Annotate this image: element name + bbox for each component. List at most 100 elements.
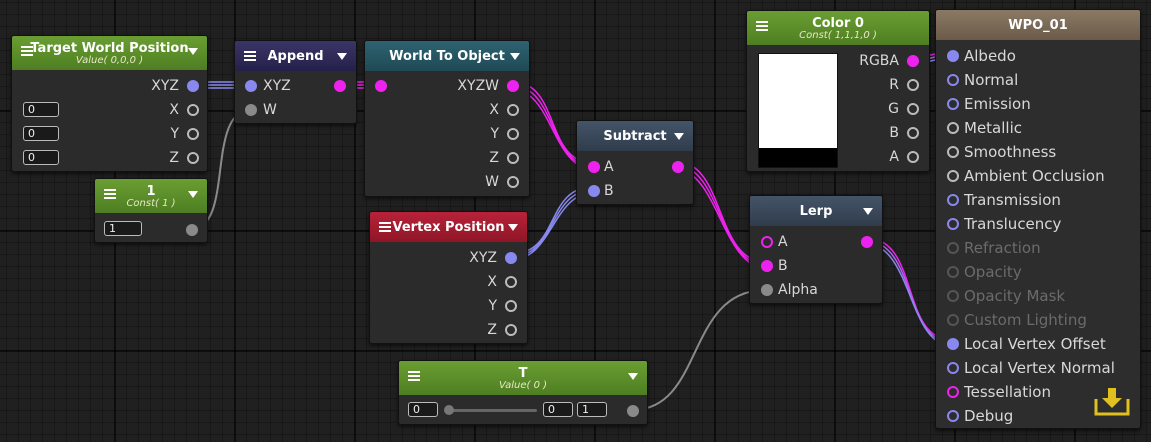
port-dot-icon[interactable]: [186, 224, 198, 236]
output-port-g[interactable]: G: [888, 99, 919, 119]
output-port-y[interactable]: Y: [490, 124, 519, 144]
hamburger-icon[interactable]: [244, 51, 256, 61]
port-dot-icon[interactable]: [245, 80, 257, 92]
chevron-down-icon[interactable]: [337, 53, 347, 60]
slider-current-field[interactable]: 0: [543, 402, 573, 417]
node-world-to-object[interactable]: World To Object XYZW X Y Z W: [364, 40, 530, 197]
port-dot-icon[interactable]: [505, 276, 517, 288]
port-dot-icon[interactable]: [907, 79, 919, 91]
port-dot-icon[interactable]: [947, 74, 959, 86]
master-input-debug[interactable]: Debug: [947, 406, 1013, 426]
value-x-field[interactable]: 0: [23, 102, 59, 117]
port-dot-icon[interactable]: [947, 242, 959, 254]
port-dot-icon[interactable]: [761, 260, 773, 272]
node-header[interactable]: Append: [235, 41, 356, 71]
color-swatch[interactable]: [758, 53, 838, 168]
master-input-opacity-mask[interactable]: Opacity Mask: [947, 286, 1065, 306]
master-input-tessellation[interactable]: Tessellation: [947, 382, 1051, 402]
chevron-down-icon[interactable]: [674, 133, 684, 140]
port-dot-icon[interactable]: [507, 152, 519, 164]
output-port-rgba[interactable]: RGBA: [859, 51, 919, 71]
download-icon[interactable]: [1093, 385, 1131, 419]
input-port-w[interactable]: W: [245, 100, 277, 120]
port-dot-icon[interactable]: [761, 236, 773, 248]
chevron-down-icon[interactable]: [188, 191, 198, 198]
slider-track[interactable]: [447, 409, 537, 412]
input-port-a[interactable]: A: [588, 157, 614, 177]
master-input-smoothness[interactable]: Smoothness: [947, 142, 1056, 162]
output-port-xyz[interactable]: XYZ: [151, 76, 199, 96]
output-port-w[interactable]: W: [485, 172, 519, 192]
port-dot-icon[interactable]: [947, 314, 959, 326]
node-const-one[interactable]: 1 Const( 1 ) 1: [94, 178, 208, 243]
node-t-value[interactable]: T Value( 0 ) 0 0 1: [398, 360, 648, 425]
hamburger-icon[interactable]: [408, 371, 420, 381]
port-dot-icon[interactable]: [187, 80, 199, 92]
port-dot-icon[interactable]: [507, 176, 519, 188]
node-header[interactable]: Vertex Position: [370, 212, 527, 242]
input-port-a[interactable]: A: [761, 232, 788, 252]
master-input-translucency[interactable]: Translucency: [947, 214, 1061, 234]
port-dot-icon[interactable]: [588, 185, 600, 197]
output-port-x[interactable]: X: [169, 100, 199, 120]
node-header[interactable]: 1 Const( 1 ): [95, 179, 207, 213]
node-target-world-position[interactable]: Target World Position Value( 0,0,0 ) XYZ…: [11, 35, 208, 172]
port-dot-icon[interactable]: [947, 50, 959, 62]
node-subtract[interactable]: Subtract A B: [576, 120, 694, 205]
master-input-opacity[interactable]: Opacity: [947, 262, 1022, 282]
output-port-xyz[interactable]: XYZ: [469, 248, 517, 268]
input-port-xyz[interactable]: XYZ: [245, 76, 291, 96]
output-port-dot-icon[interactable]: [334, 80, 346, 92]
port-dot-icon[interactable]: [505, 324, 517, 336]
output-port-y[interactable]: Y: [170, 124, 199, 144]
port-dot-icon[interactable]: [907, 127, 919, 139]
output-port-y[interactable]: Y: [488, 296, 517, 316]
port-dot-icon[interactable]: [507, 80, 519, 92]
port-dot-icon[interactable]: [187, 128, 199, 140]
port-dot-icon[interactable]: [947, 122, 959, 134]
output-port-z[interactable]: Z: [489, 148, 519, 168]
port-dot-icon[interactable]: [947, 362, 959, 374]
master-input-emission[interactable]: Emission: [947, 94, 1031, 114]
output-port-dot-icon[interactable]: [861, 236, 873, 248]
node-header[interactable]: Subtract: [577, 121, 693, 151]
port-dot-icon[interactable]: [947, 290, 959, 302]
port-dot-icon[interactable]: [507, 128, 519, 140]
master-input-local-vertex-normal[interactable]: Local Vertex Normal: [947, 358, 1115, 378]
port-dot-icon[interactable]: [507, 104, 519, 116]
output-port-x[interactable]: X: [489, 100, 519, 120]
chevron-down-icon[interactable]: [863, 208, 873, 215]
node-header[interactable]: Target World Position Value( 0,0,0 ): [12, 36, 207, 70]
port-dot-icon[interactable]: [245, 104, 257, 116]
node-header[interactable]: T Value( 0 ): [399, 361, 647, 395]
port-dot-icon[interactable]: [947, 266, 959, 278]
port-dot-icon[interactable]: [907, 103, 919, 115]
port-dot-icon[interactable]: [505, 252, 517, 264]
master-input-custom-lighting[interactable]: Custom Lighting: [947, 310, 1087, 330]
port-dot-icon[interactable]: [947, 338, 959, 350]
node-append[interactable]: Append XYZ W: [234, 40, 357, 124]
output-port-dot-icon[interactable]: [627, 405, 639, 417]
master-input-transmission[interactable]: Transmission: [947, 190, 1061, 210]
master-input-ambient-occlusion[interactable]: Ambient Occlusion: [947, 166, 1105, 186]
port-dot-icon[interactable]: [947, 170, 959, 182]
output-port-x[interactable]: X: [487, 272, 517, 292]
master-input-local-vertex-offset[interactable]: Local Vertex Offset: [947, 334, 1106, 354]
hamburger-icon[interactable]: [756, 21, 768, 31]
hamburger-icon[interactable]: [21, 46, 33, 56]
output-port-dot-icon[interactable]: [672, 161, 684, 173]
input-port-alpha[interactable]: Alpha: [761, 280, 818, 300]
value-z-field[interactable]: 0: [23, 150, 59, 165]
node-header[interactable]: WPO_01: [936, 10, 1140, 40]
port-dot-icon[interactable]: [947, 98, 959, 110]
node-header[interactable]: Color 0 Const( 1,1,1,0 ): [747, 11, 929, 45]
chevron-down-icon[interactable]: [510, 53, 520, 60]
chevron-down-icon[interactable]: [628, 373, 638, 380]
value-y-field[interactable]: 0: [23, 126, 59, 141]
output-port-z[interactable]: Z: [169, 148, 199, 168]
port-dot-icon[interactable]: [187, 152, 199, 164]
port-dot-icon[interactable]: [761, 284, 773, 296]
output-port-xyzw[interactable]: XYZW: [457, 76, 519, 96]
output-port-z[interactable]: Z: [487, 320, 517, 340]
output-port-b[interactable]: B: [889, 123, 919, 143]
